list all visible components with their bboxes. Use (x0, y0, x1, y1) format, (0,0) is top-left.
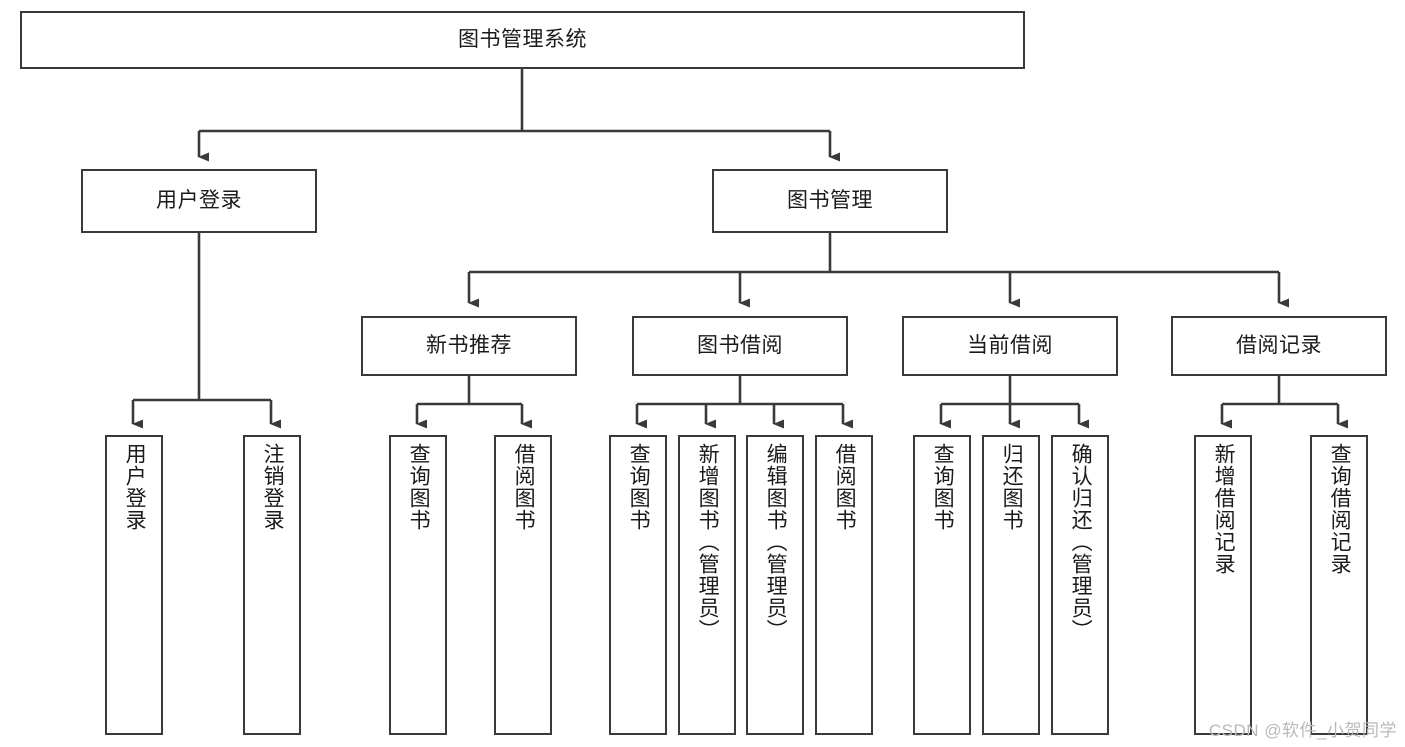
node-label: 借阅图书 (833, 443, 857, 531)
node-label: 借阅图书 (512, 443, 536, 531)
node-label: 借阅记录 (1236, 334, 1322, 358)
node-label: 注销登录 (261, 443, 285, 531)
node-label: 查询图书 (407, 443, 431, 531)
leaf-confirm-return-admin[interactable]: 确认归还（管理员） (1051, 435, 1109, 735)
node-label: 当前借阅 (967, 334, 1053, 358)
node-label: 新书推荐 (426, 334, 512, 358)
node-root-book-management-system[interactable]: 图书管理系统 (20, 11, 1025, 69)
node-user-login[interactable]: 用户登录 (81, 169, 317, 233)
node-label: 图书管理 (787, 189, 873, 213)
leaf-query-book-cb[interactable]: 查询图书 (913, 435, 971, 735)
leaf-query-book-nb[interactable]: 查询图书 (389, 435, 447, 735)
node-label: 查询借阅记录 (1328, 443, 1352, 575)
node-label: 用户登录 (156, 189, 242, 213)
leaf-user-login[interactable]: 用户登录 (105, 435, 163, 735)
node-label: 图书管理系统 (458, 28, 587, 52)
leaf-borrow-book-bb[interactable]: 借阅图书 (815, 435, 873, 735)
leaf-borrow-book-nb[interactable]: 借阅图书 (494, 435, 552, 735)
node-new-book-recommend[interactable]: 新书推荐 (361, 316, 577, 376)
node-label: 确认归还（管理员） (1069, 443, 1093, 641)
node-book-management[interactable]: 图书管理 (712, 169, 948, 233)
leaf-return-book[interactable]: 归还图书 (982, 435, 1040, 735)
node-label: 查询图书 (931, 443, 955, 531)
node-label: 新增图书（管理员） (696, 443, 720, 641)
leaf-edit-book-admin[interactable]: 编辑图书（管理员） (746, 435, 804, 735)
leaf-logout[interactable]: 注销登录 (243, 435, 301, 735)
node-borrow-record[interactable]: 借阅记录 (1171, 316, 1387, 376)
leaf-add-borrow-record[interactable]: 新增借阅记录 (1194, 435, 1252, 735)
node-label: 图书借阅 (697, 334, 783, 358)
node-label: 新增借阅记录 (1212, 443, 1236, 575)
node-label: 用户登录 (123, 443, 147, 531)
node-label: 归还图书 (1000, 443, 1024, 531)
node-book-borrow[interactable]: 图书借阅 (632, 316, 848, 376)
leaf-query-book-bb[interactable]: 查询图书 (609, 435, 667, 735)
leaf-add-book-admin[interactable]: 新增图书（管理员） (678, 435, 736, 735)
node-label: 查询图书 (627, 443, 651, 531)
leaf-query-borrow-record[interactable]: 查询借阅记录 (1310, 435, 1368, 735)
node-current-borrow[interactable]: 当前借阅 (902, 316, 1118, 376)
node-label: 编辑图书（管理员） (764, 443, 788, 641)
